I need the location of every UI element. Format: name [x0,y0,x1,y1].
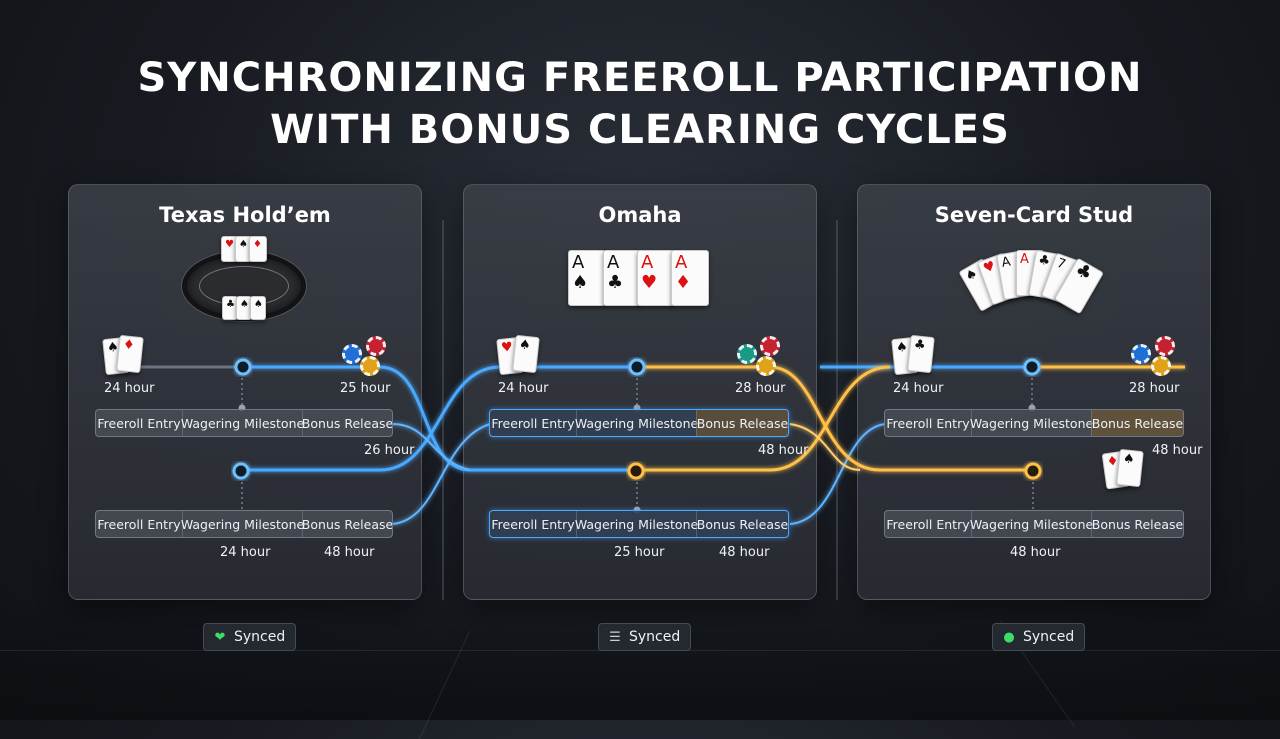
card-icon: ♣ [907,334,935,374]
chip-stack-icon [342,344,362,364]
card-icon: ♦ [116,334,144,374]
stage-bonus-release: Bonus Release [1091,511,1183,537]
status-label: Synced [234,629,286,645]
time-label: 24 hour [104,381,155,396]
title-line-2: WITH BONUS CLEARING CYCLES [270,107,1010,153]
panel-title-seven-card-stud: Seven-Card Stud [934,203,1134,227]
ace-diamonds-card: A♦ [671,250,709,306]
stage-wagering-milestone: Wagering Milestone [181,410,304,436]
stage-freeroll-entry: Freeroll Entry [886,516,970,532]
panel-title-texas-holdem: Texas Hold’em [159,203,331,227]
chip-stack-icon [366,336,386,356]
wire-blue [391,423,471,471]
node-amber [1024,462,1042,480]
wire-amber [636,365,1032,472]
stage-bar: Freeroll Entry Wagering Milestone Bonus … [884,510,1184,538]
time-label: 28 hour [1129,381,1180,396]
node-blue [232,462,250,480]
time-label: 24 hour [498,381,549,396]
dot-icon: ● [1003,629,1015,645]
time-label: 48 hour [1010,545,1061,560]
panel-title-omaha: Omaha [598,203,682,227]
wire-blue [240,365,636,472]
wire-blue [240,365,636,472]
list-icon: ☰ [609,629,621,645]
chip-stack-icon [756,356,776,376]
stage-bonus-release: Bonus Release [1091,410,1183,436]
stage-freeroll-entry: Freeroll Entry [491,516,575,532]
stage-freeroll-entry: Freeroll Entry [491,415,575,431]
ace-hearts-card: A♥ [637,250,675,306]
stage-wagering-milestone: Wagering Milestone [575,511,698,537]
stage-bonus-release: Bonus Release [696,511,788,537]
chip-stack-icon [360,356,380,376]
status-badge-omaha: ☰ Synced [598,623,692,651]
timeline-wires [108,358,1185,525]
stage-bar: Freeroll Entry Wagering Milestone Bonus … [95,409,393,437]
node-blue [628,358,646,376]
divider [836,220,838,600]
heart-check-icon: ❤ [214,629,226,645]
time-label: 24 hour [220,545,271,560]
time-label: 28 hour [735,381,786,396]
stage-wagering-milestone: Wagering Milestone [970,511,1093,537]
time-label: 48 hour [719,545,770,560]
card-icon: ♠ [250,296,266,320]
stage-freeroll-entry: Freeroll Entry [97,516,181,532]
status-badge-seven-card-stud: ● Synced [992,623,1086,651]
stage-bar: Freeroll Entry Wagering Milestone Bonus … [489,510,789,538]
chip-stack-icon [1151,356,1171,376]
time-label: 25 hour [614,545,665,560]
title-line-1: SYNCHRONIZING FREEROLL PARTICIPATION [137,55,1143,101]
chip-stack-icon [1131,344,1151,364]
time-label: 48 hour [324,545,375,560]
time-label: 48 hour [758,443,809,458]
time-label: 24 hour [893,381,944,396]
stage-bar: Freeroll Entry Wagering Milestone Bonus … [884,409,1184,437]
time-label: 48 hour [1152,443,1203,458]
chip-stack-icon [737,344,757,364]
status-badge-texas-holdem: ❤ Synced [203,623,297,651]
node-blue [234,358,252,376]
stage-bar: Freeroll Entry Wagering Milestone Bonus … [489,409,789,437]
stage-bonus-release: Bonus Release [302,511,392,537]
wire-amber [789,423,861,471]
floor-gradient [0,600,1280,720]
stage-bonus-release: Bonus Release [302,410,392,436]
stage-wagering-milestone: Wagering Milestone [575,410,698,436]
node-blue [1023,358,1041,376]
page-title: SYNCHRONIZING FREEROLL PARTICIPATION WIT… [0,52,1280,156]
wire-blue [789,423,886,525]
stage-freeroll-entry: Freeroll Entry [886,415,970,431]
stage-freeroll-entry: Freeroll Entry [97,415,181,431]
status-label: Synced [629,629,681,645]
stage-bar: Freeroll Entry Wagering Milestone Bonus … [95,510,393,538]
stage-bonus-release: Bonus Release [696,410,788,436]
time-label: 26 hour [364,443,415,458]
card-icon: ♦ [249,236,267,262]
stage-wagering-milestone: Wagering Milestone [181,511,304,537]
chip-stack-icon [1155,336,1175,356]
node-amber [627,462,645,480]
time-label: 25 hour [340,381,391,396]
status-label: Synced [1023,629,1075,645]
stage-wagering-milestone: Wagering Milestone [970,410,1093,436]
divider [442,220,444,600]
card-icon: ♠ [1116,448,1144,488]
wire-amber [636,365,891,472]
ace-clubs-card: A♣ [603,250,641,306]
ace-spades-card: A♠ [568,250,606,306]
card-icon: ♠ [512,334,540,374]
chip-stack-icon [760,336,780,356]
wire-blue [391,423,491,525]
